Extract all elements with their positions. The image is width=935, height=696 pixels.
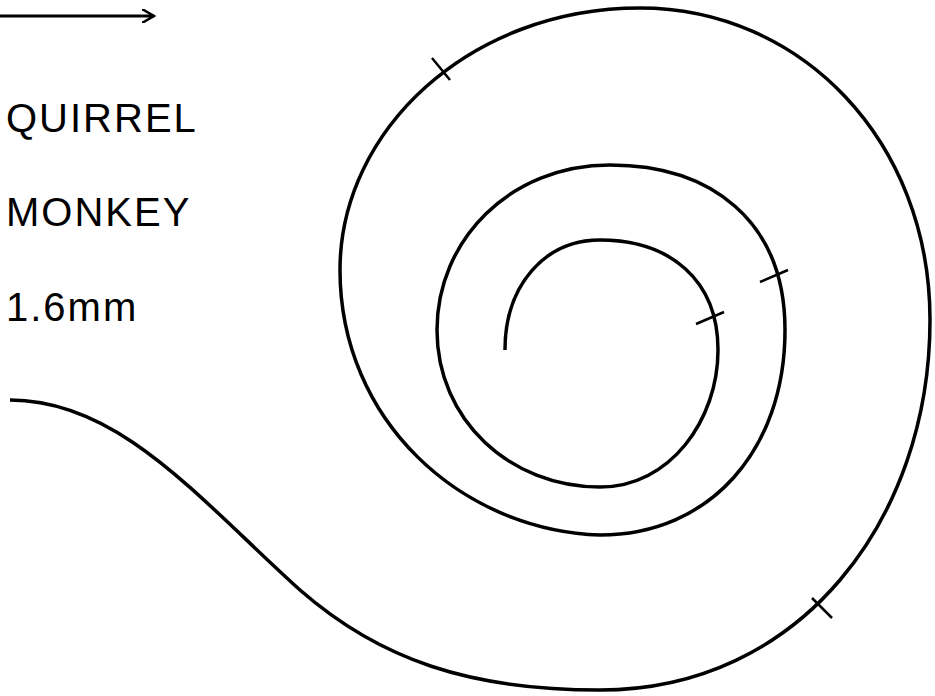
tick-mark [696,312,724,324]
label-text: 1.6mm [6,287,138,327]
tick-mark [812,598,832,618]
tick-mark [432,58,450,80]
label-text: QUIRREL [6,98,198,138]
direction-arrow [0,15,154,18]
label-text: MONKEY [6,192,191,232]
tick-mark [760,270,788,282]
